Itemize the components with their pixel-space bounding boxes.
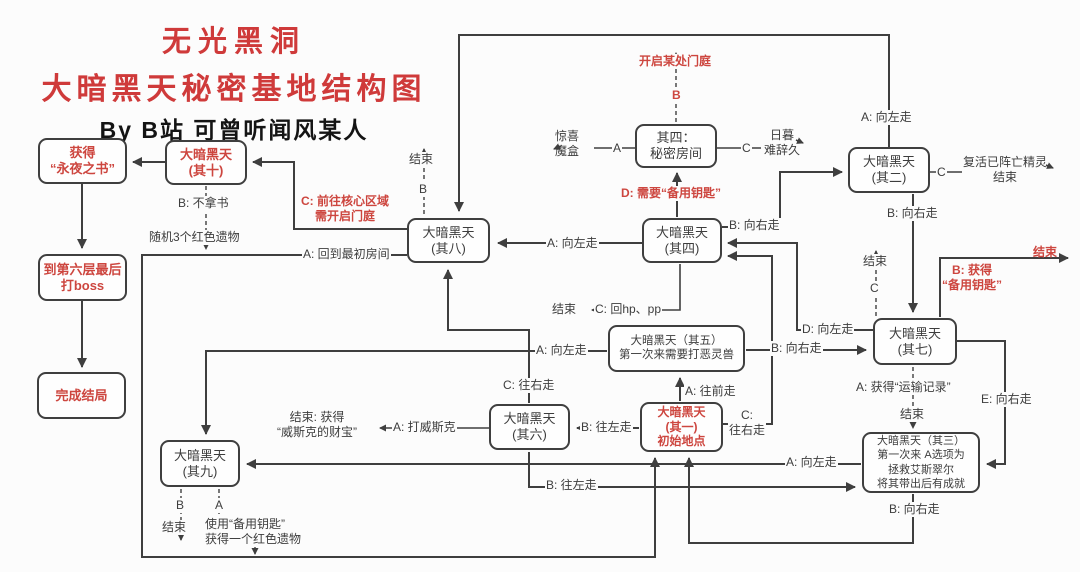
label-c-core-area: C: 前往核心区域 需开启门庭 [300,194,390,224]
label-b-n8: B [418,182,429,197]
label-sunset: 日暮 难辞久 [764,128,801,157]
node-secret-room: 其四： 秘密房间 [635,124,717,168]
node-dark-six: 大暗黑天 (其六) [489,404,570,450]
label-c-right-n1: C: 往右走 [728,408,767,438]
node-dark-seven: 大暗黑天 (其七) [873,318,957,365]
label-b-right-n5: B: 向右走 [770,341,823,356]
node-dark-two: 大暗黑天 (其二) [848,147,930,193]
label-a-left-top: A: 向左走 [860,110,913,125]
label-b-right-n2: B: 向右走 [886,206,939,221]
title-line2: 大暗黑天秘密基地结构图 [41,73,427,106]
label-a-return-first-room: A: 回到最初房间 [302,247,391,262]
tick-revive-arrow [1045,162,1054,169]
label-end-hp: 结束 [551,302,578,317]
diagram-title: 无光黑洞 大暗黑天秘密基地结构图 By B站 可曾听闻风某人 [28,18,440,145]
label-a-left-n5: A: 向左走 [535,343,588,358]
label-a-forward: A: 往前走 [684,384,737,399]
label-b-left-n6: B: 往左走 [545,478,598,493]
title-byline: By B站 可曾听闻风某人 [99,117,369,143]
label-c-sunset: C [741,141,752,156]
label-end-n8: 结束 [408,152,435,167]
label-a-n9: A [214,498,225,513]
label-c-n7: C [869,281,880,296]
edge-n5-n9 [201,350,607,435]
edge-n6-n3 [528,452,856,492]
label-b-left-n1: B: 往左走 [580,420,633,435]
edge-n7-end-getkey [939,253,1069,317]
node-floor6-boss: 到第六层最后 打boss [38,254,127,301]
label-end-n7: 结束 [862,254,889,269]
label-end-n9: 结束 [161,520,188,535]
node-dark-four: 大暗黑天 (其四) [642,218,722,263]
node-dark-one-start: 大暗黑天 (其一) 初始地点 [640,402,723,452]
title-line1: 无光黑洞 [161,26,306,58]
edge-n3-n1 [684,457,914,544]
label-wesker-treasure: 结束: 获得 “威斯克的财宝” [277,410,357,439]
node-book-of-eternal-night: 获得 “永夜之书” [38,138,127,184]
label-d-left: D: 向左走 [801,322,855,337]
label-revive-fairies: 复活已阵亡精灵 结束 [963,155,1048,184]
edge-n6-n8 [443,269,530,403]
label-c-restore-hp-pp: C: 回hp、pp [594,302,663,317]
label-use-spare-key: 使用“备用钥匙” 获得一个红色遗物 [204,517,303,547]
label-c-right-n6: C: 往右走 [502,378,556,393]
label-b-no-book: B: 不拿书 [177,196,230,211]
label-a-transport-record: A: 获得“运输记录” [855,380,952,395]
label-a-surprise: A [612,141,623,156]
label-end-red: 结束 [1033,245,1058,259]
label-a-left-n3: A: 向左走 [785,455,838,470]
node-dark-nine: 大暗黑天 (其九) [160,440,240,487]
label-random-relics: 随机3个红色遗物 [148,230,241,245]
label-c-revive: C [936,165,947,180]
label-end-record: 结束 [899,407,926,422]
edge-n8-n1-return [141,254,660,558]
label-b-n9: B [175,498,186,513]
label-b-get-spare-key: B: 获得 “备用钥匙” [941,263,1004,293]
node-dark-three: 大暗黑天（其三） 第一次来 A选项为 拯救艾斯翠尔 将其带出后有成就 [862,432,980,493]
edge-n2-n8-top [454,34,890,212]
tick-sunset-arrow [795,137,804,144]
edge-n8-n10-core [252,157,407,230]
label-e-right: E: 向右走 [980,392,1033,407]
label-b-door: B [671,88,682,103]
label-a-left-n4: A: 向左走 [546,236,599,251]
node-dark-ten: 大暗黑天 (其十) [165,140,247,185]
label-a-fight-wesker: A: 打威斯克 [392,420,457,435]
node-finish-ending: 完成结局 [37,372,126,419]
label-open-door: 开启某处门庭 [638,54,713,69]
node-dark-five: 大暗黑天（其五） 第一次来需要打恶灵兽 [608,325,745,372]
node-dark-eight: 大暗黑天 (其八) [407,218,490,263]
label-d-need-spare-key: D: 需要“备用钥匙” [620,186,722,201]
label-b-right-n4: B: 向右走 [728,218,781,233]
label-surprise-box: 惊喜 魔盒 [555,129,580,158]
label-b-right-n3: B: 向右走 [888,502,941,517]
tick-surprise-arrow [553,143,562,150]
